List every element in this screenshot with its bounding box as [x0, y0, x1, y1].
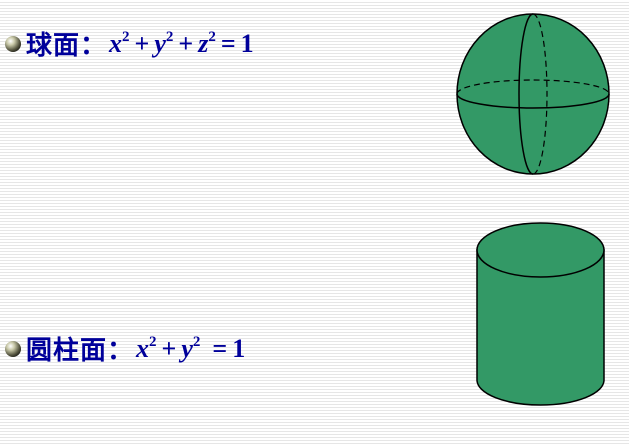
sphere-equator-back — [456, 79, 610, 95]
sphere-op-plus-1: + — [134, 28, 150, 58]
sphere-op-equals: = — [220, 28, 236, 58]
sphere-meridian-front — [518, 13, 534, 175]
sphere-exp-y: 2 — [165, 28, 174, 45]
sphere-equator-front — [456, 93, 610, 109]
sphere-var-x: x — [109, 28, 123, 58]
cylinder-exp-x: 2 — [149, 333, 157, 350]
sphere-bullet-icon — [0, 30, 26, 58]
sphere-figure — [456, 13, 610, 175]
cylinder-label: 圆柱面： — [26, 336, 135, 366]
cylinder-rhs: 1 — [232, 333, 246, 363]
sphere-exp-z: 2 — [208, 28, 216, 45]
sphere-exp-x: 2 — [122, 28, 130, 45]
sphere-equation-item: 球面： x2+y2+z2=1 — [0, 25, 254, 62]
sphere-var-z: z — [198, 28, 209, 58]
cylinder-exp-y: 2 — [192, 333, 201, 350]
cylinder-equation-item: 圆柱面： x2+y2=1 — [0, 330, 245, 367]
cylinder-var-y: y — [181, 333, 193, 363]
cylinder-equation: x2+y2=1 — [136, 334, 245, 364]
cylinder-op-equals: = — [212, 333, 228, 363]
cylinder-op-plus: + — [161, 333, 177, 363]
sphere-label: 球面： — [26, 31, 108, 61]
cylinder-top — [476, 222, 605, 278]
sphere-var-y: y — [154, 28, 166, 58]
cylinder-side — [476, 249, 605, 406]
sphere-op-plus-2: + — [178, 28, 194, 58]
sphere-equation: x2+y2+z2=1 — [109, 29, 254, 59]
cylinder-bullet-icon — [0, 335, 26, 363]
sphere-meridian-back — [532, 13, 548, 175]
sphere-body — [456, 13, 610, 175]
cylinder-var-x: x — [136, 333, 150, 363]
sphere-rhs: 1 — [240, 28, 254, 58]
cylinder-figure — [476, 222, 605, 406]
